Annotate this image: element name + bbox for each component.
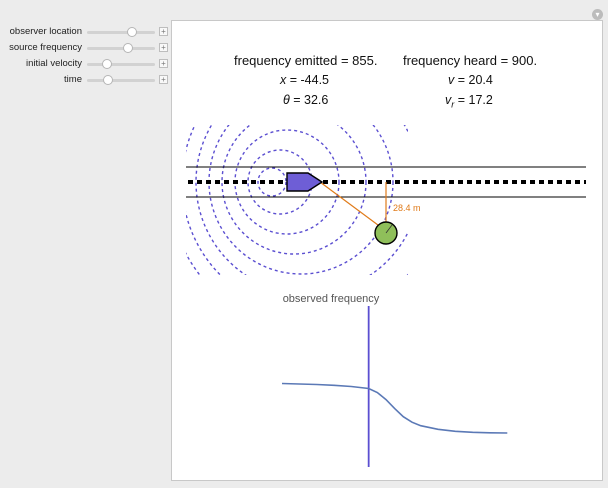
position-symbol: x bbox=[280, 73, 287, 87]
velocity-equals: = bbox=[454, 73, 469, 87]
initial-velocity-label: initial velocity bbox=[26, 58, 82, 69]
frequency-emitted-label: frequency emitted = bbox=[234, 53, 353, 68]
frequency-heard-label: frequency heard = bbox=[403, 53, 512, 68]
wavefront-4 bbox=[221, 125, 367, 255]
observed-frequency-series bbox=[281, 382, 508, 434]
chart-title: observed frequency bbox=[283, 293, 380, 305]
initial-velocity-slider[interactable] bbox=[87, 59, 155, 69]
frequency-heard-value: 900. bbox=[511, 53, 538, 68]
position-equals: = bbox=[286, 73, 301, 87]
frequency-heard-readout: frequency heard = 900. bbox=[403, 53, 537, 68]
observer-location-expand-button[interactable]: + bbox=[159, 27, 168, 36]
observer-location-control: observer location + bbox=[0, 25, 170, 39]
initial-velocity-slider-thumb[interactable] bbox=[101, 59, 112, 69]
time-slider-thumb[interactable] bbox=[103, 75, 114, 85]
angle-value: 32.6 bbox=[304, 93, 329, 107]
source-frequency-label: source frequency bbox=[9, 42, 82, 53]
velocity-symbol: v bbox=[448, 73, 455, 87]
wavefront-1 bbox=[257, 167, 287, 197]
source-frequency-expand-button[interactable]: + bbox=[159, 43, 168, 52]
observer-location-slider[interactable] bbox=[87, 27, 155, 37]
options-menu-icon[interactable]: ▾ bbox=[592, 9, 603, 20]
radial-velocity-subscript: r bbox=[451, 99, 455, 110]
demonstration-panel: frequency emitted = 855. frequency heard… bbox=[171, 20, 603, 481]
frequency-emitted-readout: frequency emitted = 855. bbox=[234, 53, 377, 68]
source-frequency-control: source frequency + bbox=[0, 41, 170, 55]
initial-velocity-control: initial velocity + bbox=[0, 57, 170, 71]
time-expand-button[interactable]: + bbox=[159, 75, 168, 84]
observer-direction-mark bbox=[385, 224, 393, 234]
position-readout: x = -44.5 bbox=[280, 73, 329, 87]
doppler-scene: 28.4 m observed frequency bbox=[186, 125, 586, 467]
initial-velocity-expand-button[interactable]: + bbox=[159, 59, 168, 68]
velocity-value: 20.4 bbox=[468, 73, 493, 87]
radial-velocity-equals: = bbox=[454, 93, 469, 107]
time-control: time + bbox=[0, 73, 170, 87]
observer-location-label: observer location bbox=[9, 26, 82, 37]
position-value: -44.5 bbox=[300, 73, 330, 87]
radial-velocity-symbol: v bbox=[445, 93, 452, 107]
distance-label: 28.4 m bbox=[393, 203, 421, 213]
angle-symbol: θ bbox=[283, 93, 290, 107]
radial-velocity-value: 17.2 bbox=[468, 93, 493, 107]
radial-velocity-readout: vr = 17.2 bbox=[445, 93, 493, 110]
source-frequency-slider-thumb[interactable] bbox=[122, 43, 133, 53]
sound-source-vehicle[interactable] bbox=[286, 172, 324, 192]
source-observer-line bbox=[319, 181, 387, 232]
time-slider[interactable] bbox=[87, 75, 155, 85]
angle-equals: = bbox=[289, 93, 305, 107]
source-frequency-slider[interactable] bbox=[87, 43, 155, 53]
observer-location-slider-thumb[interactable] bbox=[126, 27, 137, 37]
angle-readout: θ = 32.6 bbox=[283, 93, 328, 107]
velocity-readout: v = 20.4 bbox=[448, 73, 493, 87]
frequency-emitted-value: 855. bbox=[352, 53, 378, 68]
time-label: time bbox=[64, 74, 82, 85]
